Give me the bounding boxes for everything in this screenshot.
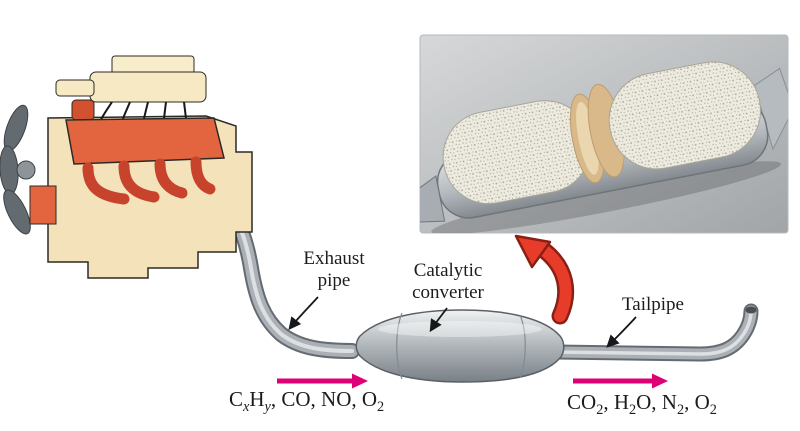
air-cleaner-top — [111, 55, 195, 75]
catalytic-converter-shape — [355, 309, 565, 383]
air-cleaner — [89, 71, 207, 103]
converter-label-line1: Catalytic — [413, 260, 483, 281]
exhaust-manifold — [82, 156, 216, 205]
catalytic-converter-label: Catalytic converter — [396, 260, 500, 305]
engine-pulley — [29, 185, 57, 225]
callout-arrow — [514, 234, 575, 325]
air-cleaner-snorkel — [55, 79, 95, 97]
tailpipe-shape — [548, 303, 759, 362]
flow-arrows — [277, 373, 668, 389]
exhaust-pipe-label: Exhaust pipe — [292, 248, 376, 293]
ceramic-brick-left-end-inner — [576, 102, 599, 175]
exhaust-pipe-label-line2: pipe — [317, 270, 351, 292]
exhaust-pipe-label-line1: Exhaust — [303, 248, 365, 269]
valve-cover — [65, 117, 225, 165]
exhaust-pipe-pointer — [288, 296, 319, 330]
inset-shadow — [431, 161, 781, 233]
converter-pointer — [429, 307, 448, 333]
fan-icon — [0, 104, 36, 235]
converter-seam-right — [519, 314, 526, 378]
engine-illustration — [0, 55, 253, 279]
converter-inlet-cone — [420, 175, 446, 224]
tailpipe-opening — [745, 306, 757, 314]
flow-arrow-inlet — [277, 373, 368, 389]
photo-inset — [383, 34, 789, 234]
tailpipe-pointer — [606, 316, 637, 348]
tailpipe-label-text: Tailpipe — [622, 294, 684, 315]
label-pointers — [288, 296, 637, 348]
converter-seam-left — [396, 312, 403, 380]
outlet-gases-formula: CO2, H2O, N2, O2 — [567, 390, 717, 419]
flow-arrow-outlet — [573, 373, 668, 389]
inlet-gases-formula: CxHy, CO, NO, O2 — [229, 387, 385, 416]
converter-inlet-stub — [383, 202, 408, 222]
converter-label-line2: converter — [412, 282, 484, 304]
converter-highlight — [378, 321, 542, 337]
tailpipe-label: Tailpipe — [622, 294, 712, 316]
oil-cap — [71, 99, 95, 121]
ceramic-brick-right — [608, 61, 762, 170]
